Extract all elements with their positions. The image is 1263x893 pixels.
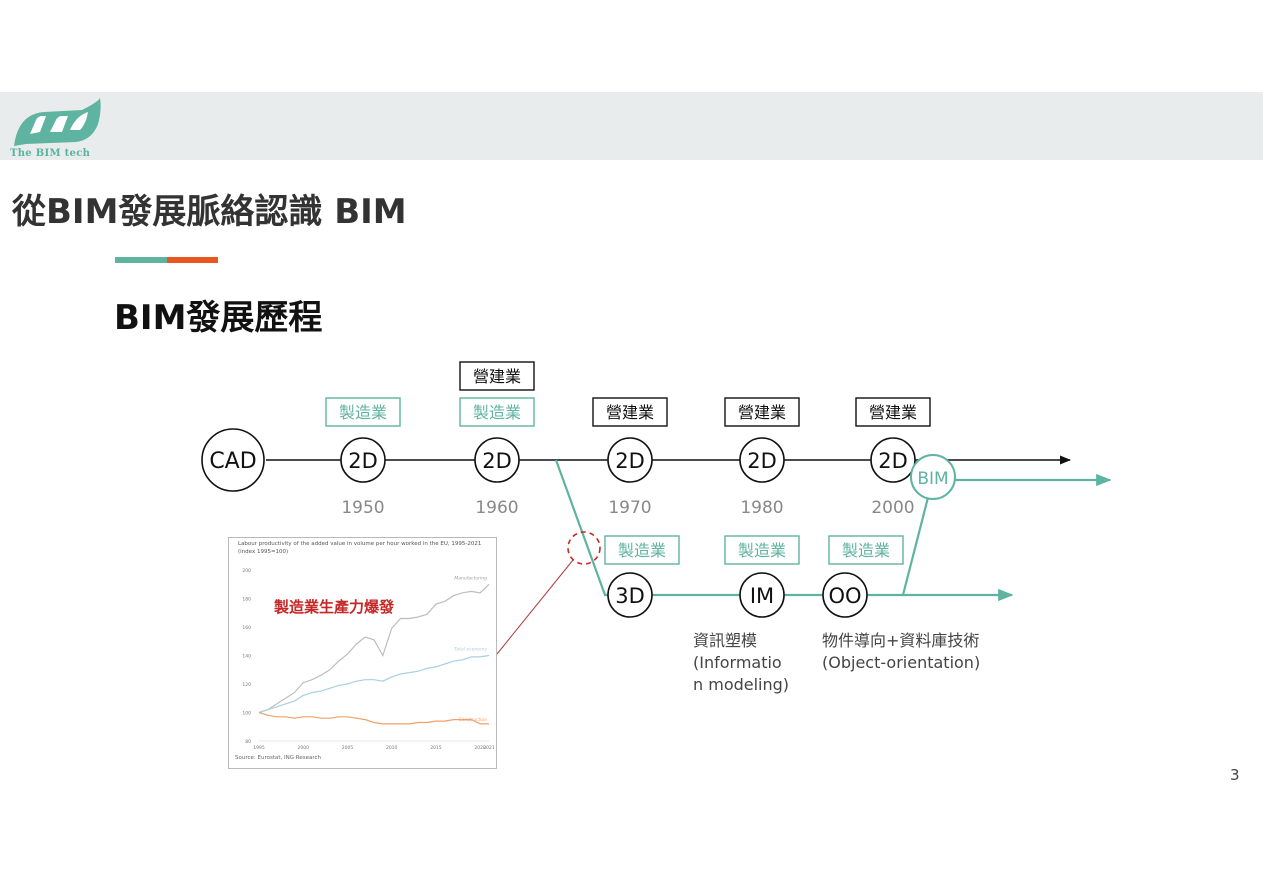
inset-chart-title: Labour productivity of the added value i… xyxy=(238,541,482,555)
oo-description-line: 物件導向+資料庫技術 xyxy=(822,631,979,650)
page-number: 3 xyxy=(1230,766,1240,784)
industry-label-1970-0-box xyxy=(592,397,668,427)
series-label-total-economy: Total economy xyxy=(454,647,487,653)
industry-label-1980-0-box xyxy=(724,397,800,427)
inset-y-tick-label: 200 xyxy=(242,568,251,574)
header-band xyxy=(0,92,1263,160)
node-label-oo: OO xyxy=(828,584,861,608)
node-label-im: IM xyxy=(750,584,774,608)
page-title: 從BIM發展脈絡認識 BIM xyxy=(12,192,407,232)
inset-y-tick-label: 180 xyxy=(242,597,251,603)
node-3d xyxy=(607,572,653,618)
im-description-line: 資訊塑模 xyxy=(693,631,757,650)
industry-label-1960-0-box xyxy=(459,361,535,391)
inset-source: Source: Eurostat, ING Research xyxy=(235,755,321,761)
inset-y-tick-label: 100 xyxy=(242,711,251,717)
inset-x-tick-label: 2010 xyxy=(386,745,398,751)
cad-node-label: CAD xyxy=(209,449,256,474)
node-2d-1950 xyxy=(340,437,386,483)
productivity-chart-panel: 80 100 120 140 160 180 200 1995 2000 2005 2010 2015… xyxy=(228,537,497,769)
year-label-1960: 1960 xyxy=(475,498,518,518)
inset-x-tick-label: 2005 xyxy=(342,745,354,751)
series-line-construction xyxy=(258,711,489,725)
node-label-2000: 2D xyxy=(878,449,908,473)
productivity-line-chart: 80 100 120 140 160 180 200 1995 2000 2005 2010 2015… xyxy=(242,568,495,751)
node-2d-1970 xyxy=(607,437,653,483)
cad-node xyxy=(201,428,265,492)
inset-x-tick-label: 2021 xyxy=(483,745,495,751)
industry-label-1950-0-box xyxy=(325,397,401,427)
timeline-branch-line xyxy=(554,459,1014,602)
highlight-dashed-circle xyxy=(567,531,601,565)
inset-x-tick-label: 1995 xyxy=(253,745,265,751)
inset-highlight-label: 製造業生產力爆發 xyxy=(274,598,395,616)
inset-y-tick-label: 140 xyxy=(242,654,251,660)
node-label-1960: 2D xyxy=(482,449,512,473)
bim-node xyxy=(910,454,956,500)
year-label-2000: 2000 xyxy=(871,498,914,518)
industry-label-oo-box xyxy=(828,535,904,565)
section-title: BIM發展歷程 xyxy=(114,298,323,338)
inset-y-tick-label: 120 xyxy=(242,682,251,688)
industry-label-1960-1-box xyxy=(459,397,535,427)
accent-bar-teal xyxy=(115,257,167,263)
inset-y-tick-label: 80 xyxy=(245,739,251,745)
im-description-line: (Informatio xyxy=(693,653,782,672)
industry-label-im: 製造業 xyxy=(738,541,786,560)
industry-label-1980-0: 營建業 xyxy=(738,403,786,422)
industry-label-1970-0: 營建業 xyxy=(606,403,654,422)
year-label-1970: 1970 xyxy=(608,498,651,518)
industry-label-im-box xyxy=(724,535,800,565)
industry-label-2000-0: 營建業 xyxy=(869,403,917,422)
node-label-3d: 3D xyxy=(615,584,645,608)
node-label-1950: 2D xyxy=(348,449,378,473)
logo-text: The BIM tech xyxy=(10,148,91,159)
industry-label-3d-box xyxy=(604,535,680,565)
series-line-manufacturing xyxy=(258,583,490,714)
node-2d-1960 xyxy=(474,437,520,483)
industry-label-1960-0: 營建業 xyxy=(473,367,521,386)
industry-label-oo: 製造業 xyxy=(842,541,890,560)
top-row-nodes: 2D1950製造業2D1960營建業製造業2D1970營建業2D1980營建業2… xyxy=(325,361,931,518)
node-2d-1980 xyxy=(739,437,785,483)
im-description-line: n modeling) xyxy=(693,675,789,694)
inset-x-tick-label: 2000 xyxy=(298,745,310,751)
year-label-1980: 1980 xyxy=(740,498,783,518)
inset-x-tick-label: 2020 xyxy=(474,745,486,751)
accent-bar-orange xyxy=(167,257,218,263)
industry-label-1960-1: 製造業 xyxy=(473,403,521,422)
inset-x-tick-label: 2015 xyxy=(430,745,442,751)
industry-label-1950-0: 製造業 xyxy=(339,403,387,422)
year-label-1950: 1950 xyxy=(341,498,384,518)
node-label-1970: 2D xyxy=(615,449,645,473)
series-label-manufacturing: Manufacturing xyxy=(454,575,487,581)
bottom-row-nodes: 3D 製造業 IM 製造業 OO 製造業 xyxy=(604,535,904,618)
industry-label-3d: 製造業 xyxy=(618,541,666,560)
series-line-total-economy xyxy=(258,654,490,714)
node-2d-2000 xyxy=(870,437,916,483)
node-oo xyxy=(822,572,868,618)
industry-label-2000-0-box xyxy=(855,397,931,427)
inset-y-tick-label: 160 xyxy=(242,625,251,631)
node-label-1980: 2D xyxy=(747,449,777,473)
series-label-construction: Construction xyxy=(458,717,487,723)
oo-description-line: (Object-orientation) xyxy=(822,653,980,672)
node-descriptions: 資訊塑模 (Informatio n modeling) 物件導向+資料庫技術 (Obj… xyxy=(693,631,980,694)
node-im xyxy=(739,572,785,618)
highlight-pointer-line xyxy=(496,559,574,655)
bim-node-label: BIM xyxy=(917,469,948,489)
bim-tech-logo-icon xyxy=(14,98,101,146)
